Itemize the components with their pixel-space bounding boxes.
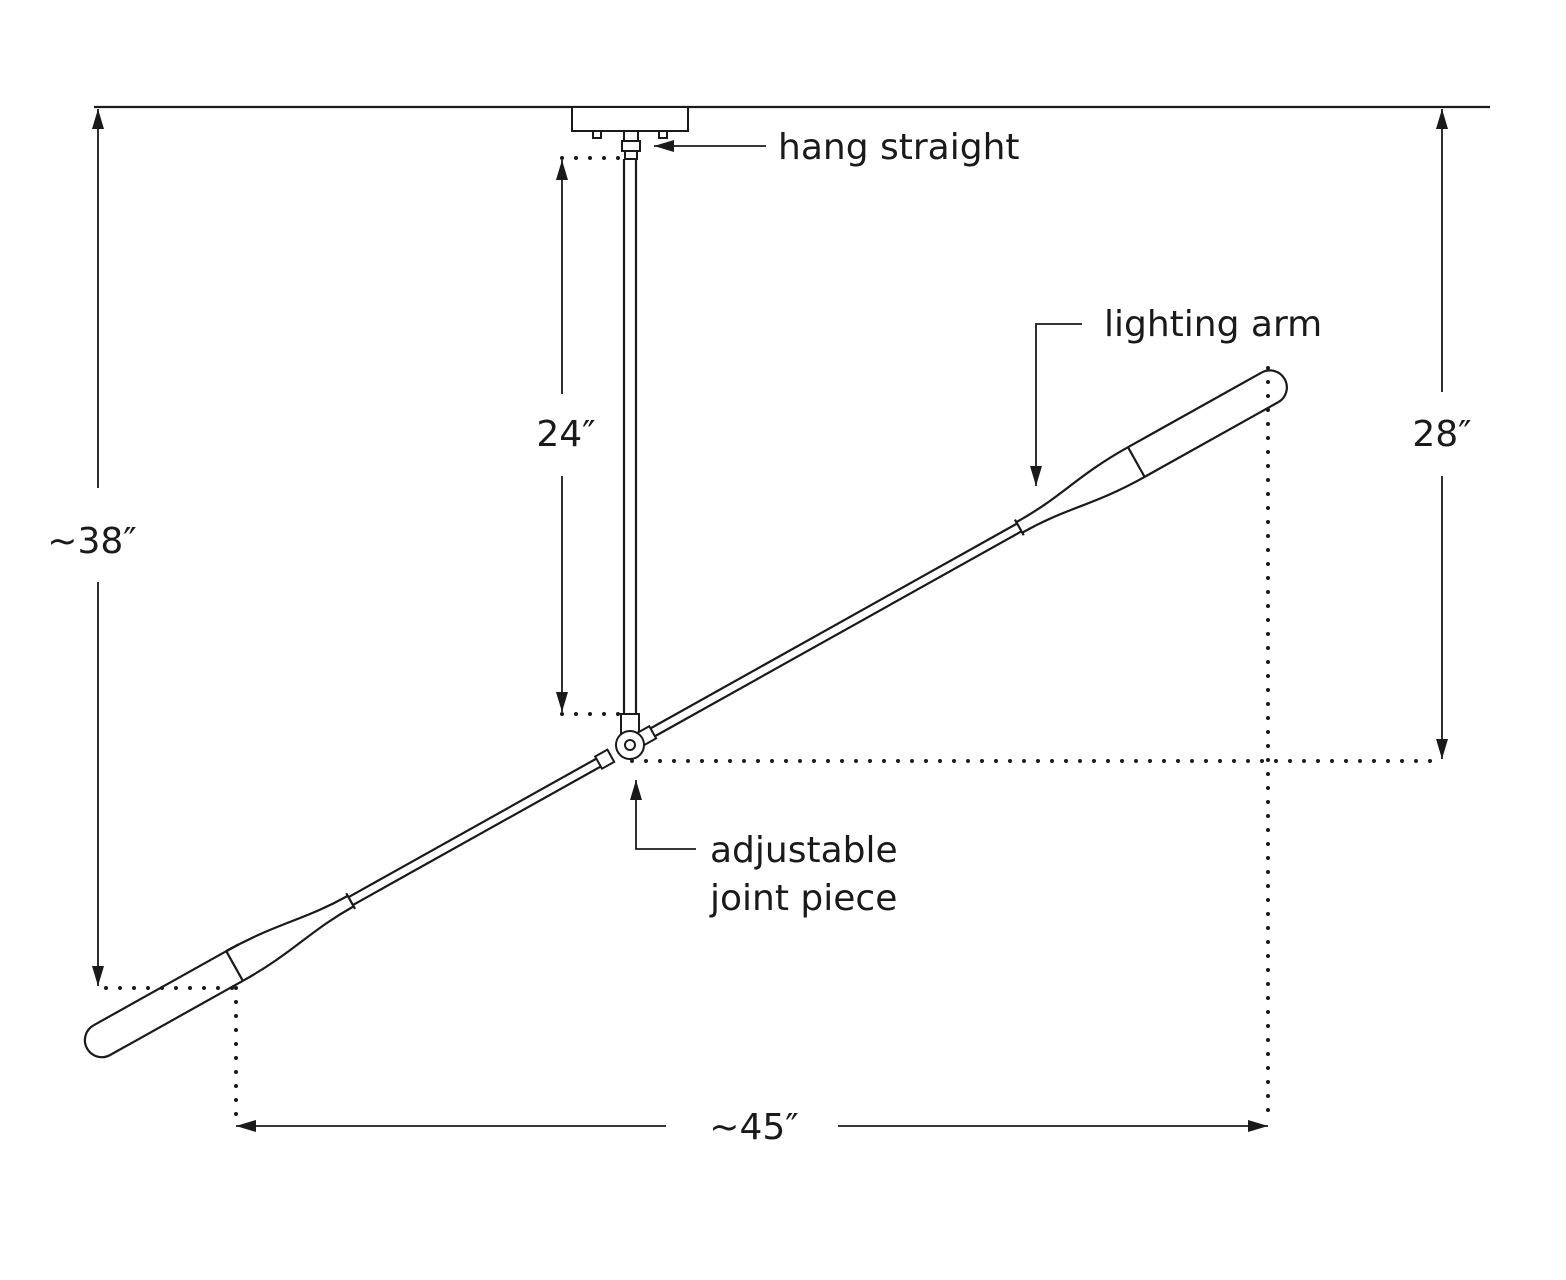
adjustable-joint-callout: adjustable joint piece bbox=[630, 780, 898, 919]
lighting-arm-body bbox=[83, 369, 1288, 1059]
adjustable-joint bbox=[615, 730, 645, 760]
overall-height-label: ~38″ bbox=[47, 521, 136, 562]
ceiling-canopy bbox=[571, 106, 689, 160]
hang-straight-label: hang straight bbox=[778, 127, 1020, 168]
lighting-arm-label: lighting arm bbox=[1104, 304, 1322, 345]
adjustable-label-line1: adjustable bbox=[710, 830, 898, 871]
stem-height-dimension: 24″ bbox=[536, 160, 596, 712]
hang-straight-callout: hang straight bbox=[654, 127, 1020, 168]
top-to-joint-label: 28″ bbox=[1412, 414, 1471, 455]
hanging-stem bbox=[620, 159, 640, 735]
overall-width-dimension: ~45″ bbox=[236, 1107, 1268, 1148]
overall-width-label: ~45″ bbox=[709, 1107, 798, 1148]
stem-height-label: 24″ bbox=[536, 414, 595, 455]
lighting-arm-callout: lighting arm bbox=[1030, 304, 1322, 486]
top-to-joint-dimension: 28″ bbox=[1412, 109, 1472, 759]
dimension-extension-lines bbox=[104, 156, 1444, 1128]
adjustable-label-line2: joint piece bbox=[709, 878, 897, 919]
overall-height-dimension: ~38″ bbox=[47, 109, 137, 986]
